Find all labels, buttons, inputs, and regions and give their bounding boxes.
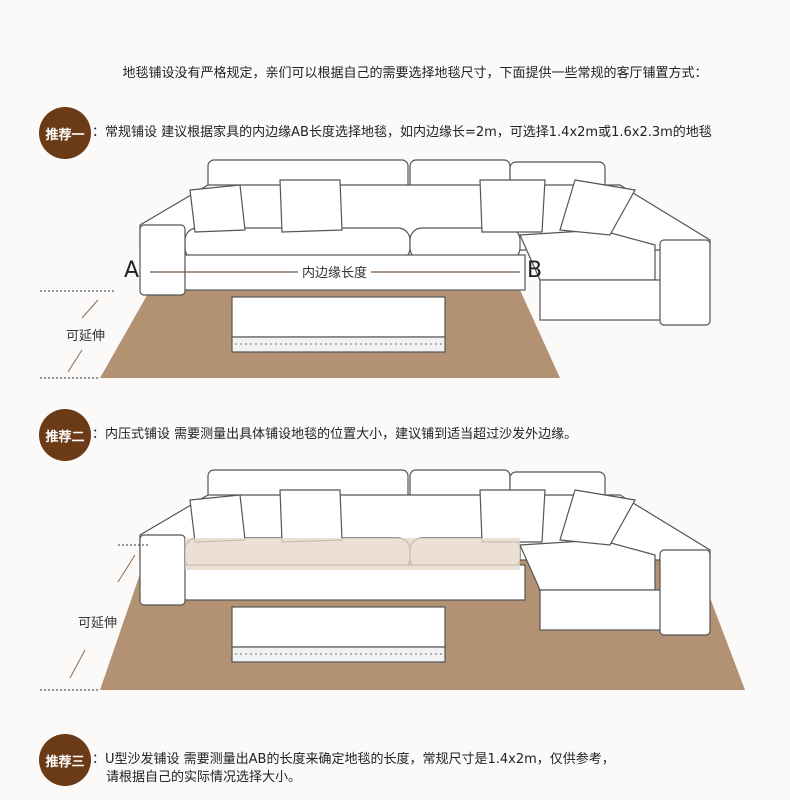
intro-text: 地毯铺设没有严格规定，亲们可以根据自己的需要选择地毯尺寸，下面提供一些常规的客厅… xyxy=(122,66,708,81)
extend-arrow-up-1 xyxy=(81,299,99,319)
label-a: A xyxy=(124,258,140,283)
section-2-text: ：内压式铺设 需要测量出具体铺设地毯的位置大小，建议铺到适当超过沙发外边缘。 xyxy=(92,427,578,442)
extend-arrow-down-1 xyxy=(67,349,83,373)
extend-label-1: 可延伸 xyxy=(66,329,106,344)
badge-recommend-2: 推荐二 xyxy=(39,409,91,461)
section-3-text: ：U型沙发铺设 需要测量出AB的长度来确定地毯的长度，常规尺寸是1.4x2m，仅… xyxy=(92,752,615,767)
extend-label-2: 可延伸 xyxy=(78,616,118,631)
coffee-table-2 xyxy=(231,606,446,663)
rug-overlap-2 xyxy=(185,538,520,570)
label-b: B xyxy=(527,258,543,283)
extend-arrow-down-2 xyxy=(69,649,86,679)
extend-arrow-up-2 xyxy=(117,554,136,583)
section-1-text: ：常规铺设 建议根据家具的内边缘AB长度选择地毯，如内边缘长=2m，可选择1.4… xyxy=(92,125,712,140)
badge-recommend-1: 推荐一 xyxy=(39,107,91,159)
inner-edge-label: 内边缘长度 xyxy=(298,262,372,281)
badge-recommend-3: 推荐三 xyxy=(39,734,91,786)
section-3-text-line2: 请根据自己的实际情况选择大小。 xyxy=(106,770,302,785)
coffee-table-1 xyxy=(231,296,446,353)
